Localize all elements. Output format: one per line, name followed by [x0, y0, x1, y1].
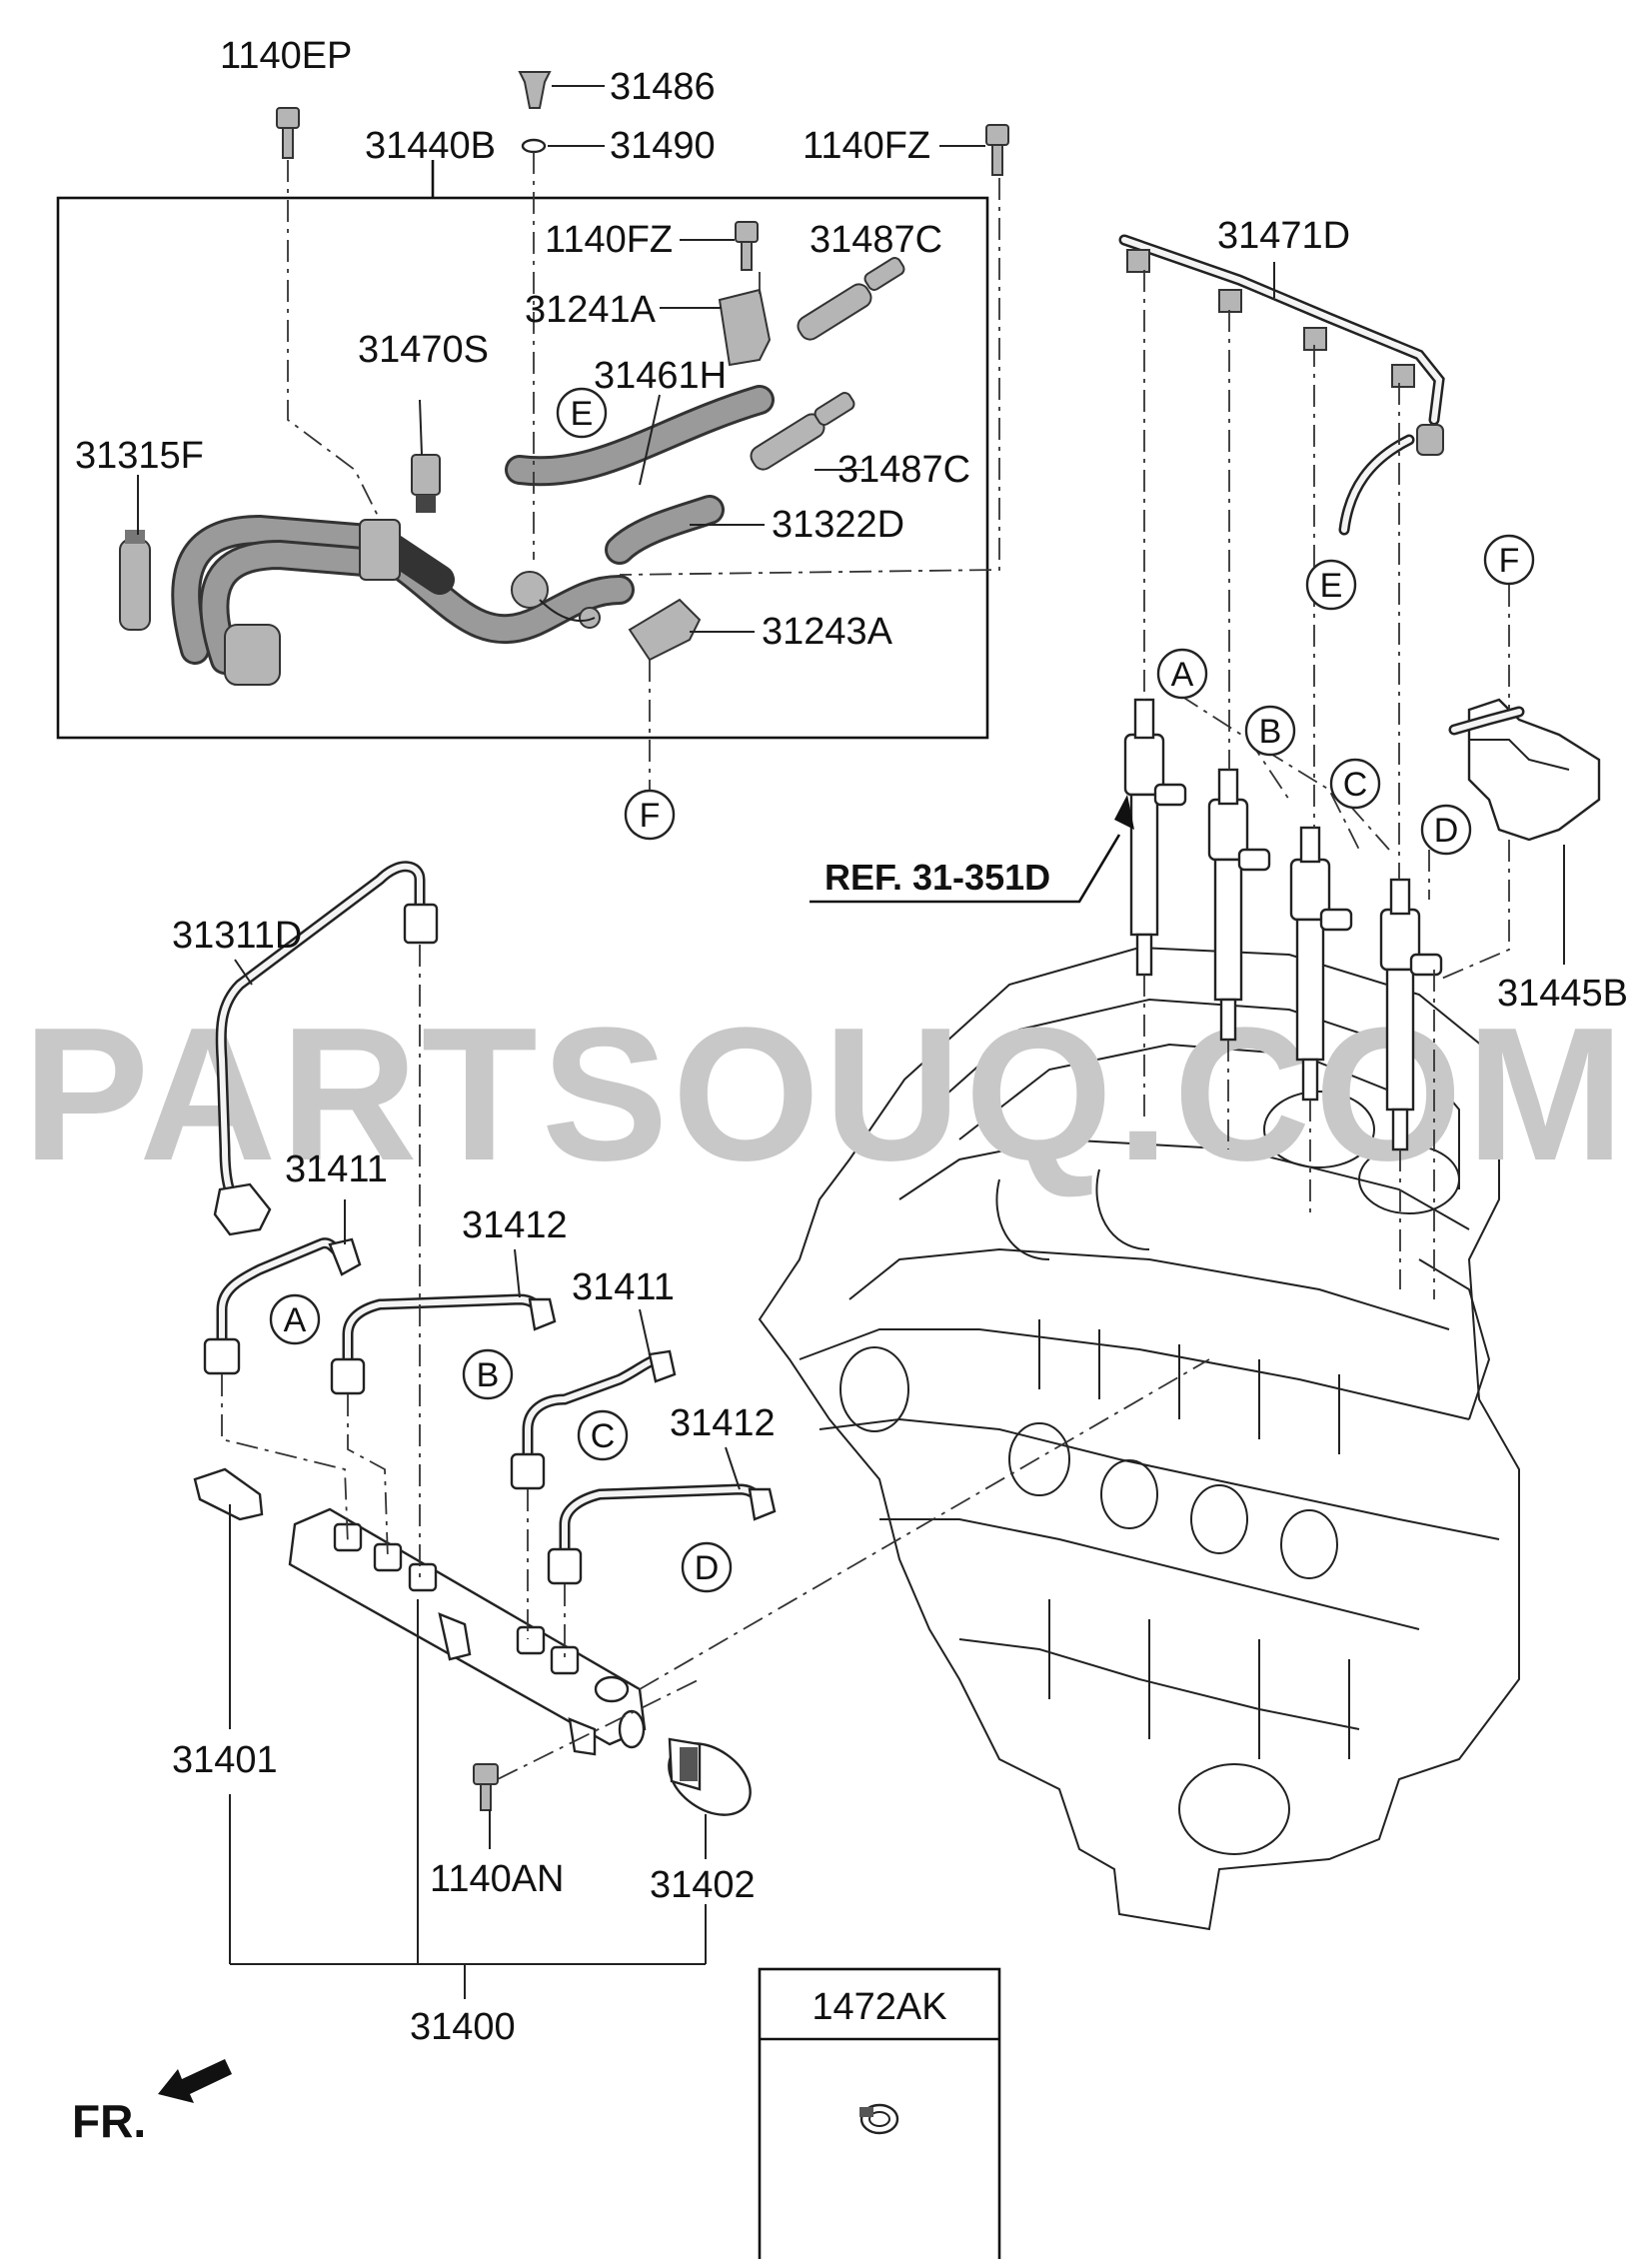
clip-31243a: [628, 598, 702, 662]
callout-f-kit: F: [640, 797, 661, 835]
leader-lines: [137, 85, 1565, 1999]
label-31411-b: 31411: [572, 1266, 675, 1308]
return-line-31471d: [1118, 234, 1445, 536]
hose-clamp-icon: [859, 2103, 899, 2135]
label-31322d: 31322D: [772, 504, 904, 546]
label-31445b: 31445B: [1497, 973, 1628, 1015]
label-31315f: 31315F: [75, 435, 204, 477]
label-31412-a: 31412: [462, 1204, 568, 1246]
front-label: FR.: [72, 2095, 146, 2147]
engine-block: [758, 946, 1520, 1931]
reference-label: REF. 31-351D: [825, 857, 1050, 898]
bracket-31445b: [1448, 698, 1601, 842]
rail-sensor-31401: [193, 1467, 264, 1521]
front-direction-indicator: FR.: [72, 2059, 232, 2147]
watermark-text: PARTSOUQ.COM: [23, 989, 1629, 1200]
callout-a-injector: A: [1171, 656, 1194, 694]
injector-b: [1207, 768, 1271, 1042]
label-31490: 31490: [610, 125, 716, 167]
callout-a-pipe: A: [284, 1301, 307, 1339]
bolt-1140ep: [276, 107, 300, 159]
pipe-31412-a: [330, 1293, 557, 1395]
label-1140fz-top: 1140FZ: [803, 125, 930, 167]
injector-a: [1123, 698, 1187, 977]
label-31400: 31400: [410, 2006, 516, 2048]
label-31470s: 31470S: [358, 329, 489, 371]
injector-c: [1289, 826, 1353, 1102]
fuel-pressure-sensor-31470s: [411, 454, 441, 513]
label-31243a: 31243A: [762, 611, 893, 653]
quick-connector-31487c-upper: [797, 257, 905, 341]
label-31487c-upper: 31487C: [810, 219, 942, 261]
label-31471d: 31471D: [1217, 215, 1350, 257]
pipe-31311d: [213, 861, 439, 1236]
pipe-31411-b: [510, 1349, 677, 1490]
injector-d: [1379, 878, 1443, 1151]
bracket-31241a: [718, 288, 772, 367]
front-arrow-icon: [158, 2059, 232, 2103]
label-31412-b: 31412: [670, 1402, 776, 1444]
callout-b-injector: B: [1259, 713, 1282, 751]
callout-d-pipe: D: [695, 1549, 720, 1587]
label-31241a: 31241A: [525, 289, 657, 331]
callout-e-kit: E: [571, 395, 594, 433]
bolt-1140fz-top: [985, 124, 1009, 176]
label-31440b: 31440B: [365, 125, 496, 167]
label-1472ak: 1472AK: [812, 1986, 946, 2028]
fuel-line-assembly: [171, 385, 775, 686]
callout-f-bracket: F: [1499, 542, 1520, 580]
pipe-31411-a: [203, 1237, 362, 1375]
label-1140fz-box: 1140FZ: [545, 219, 673, 261]
label-31402: 31402: [650, 1864, 756, 1906]
callout-c-injector: C: [1343, 766, 1368, 804]
part-labels: 1140EP 31486 31490 31440B 1140FZ 1140FZ …: [75, 35, 1628, 2048]
part-box-1472ak: 1472AK: [758, 1967, 1001, 2259]
callout-e-harness: E: [1320, 567, 1343, 605]
label-31486: 31486: [610, 66, 716, 108]
callout-b-pipe: B: [477, 1356, 500, 1394]
pipe-31412-b: [547, 1483, 777, 1585]
label-31411-a: 31411: [285, 1148, 388, 1190]
label-31401: 31401: [172, 1739, 278, 1781]
label-31487c-lower: 31487C: [837, 449, 970, 491]
label-1140ep: 1140EP: [220, 35, 352, 77]
letter-callouts: E F E F A B C D A B C D: [269, 387, 1535, 1593]
pressure-regulator-31402: [668, 1737, 752, 1816]
callout-c-pipe: C: [591, 1417, 616, 1455]
label-1140an: 1140AN: [430, 1858, 565, 1900]
plug-31486: [518, 71, 552, 109]
filter-cartridge-31315f: [119, 530, 151, 631]
label-31311d: 31311D: [172, 915, 302, 957]
quick-connector-31487c-lower: [750, 392, 855, 471]
bolt-1140fz-box: [735, 221, 759, 271]
bolt-1140an: [473, 1763, 499, 1811]
fuel-rail-31400: [288, 1507, 647, 1756]
kit-box-31440b: [56, 196, 989, 740]
washer-31490: [521, 138, 547, 154]
callout-d-injector: D: [1434, 812, 1459, 850]
label-31461h: 31461H: [594, 355, 727, 397]
